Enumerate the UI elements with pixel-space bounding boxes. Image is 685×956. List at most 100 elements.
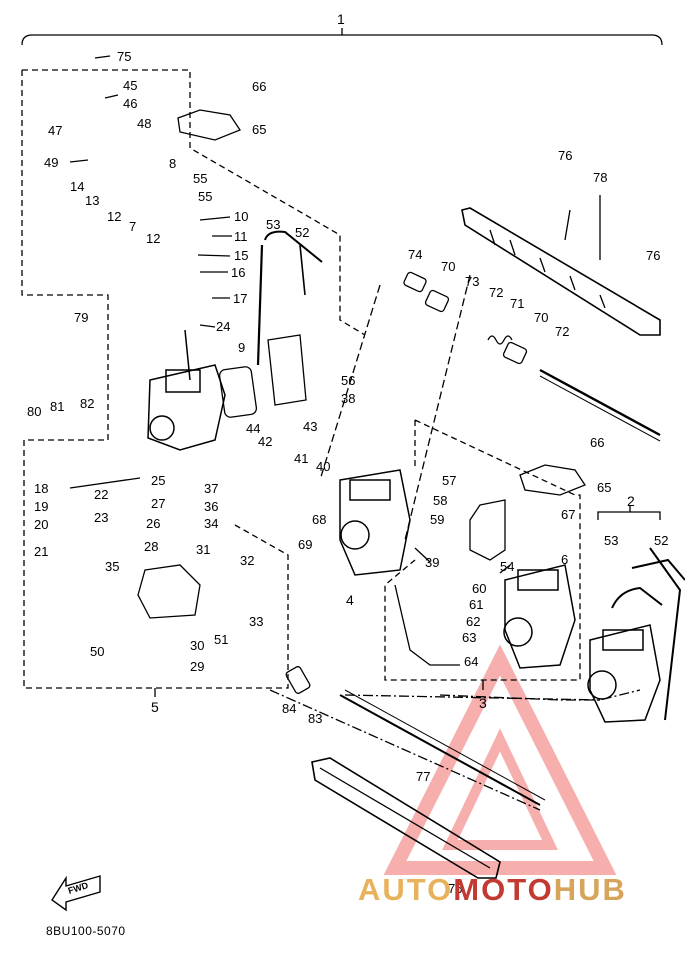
watermark-part1: AUTO bbox=[358, 872, 454, 907]
callout: 64 bbox=[464, 654, 479, 669]
callout: 78 bbox=[593, 170, 608, 185]
callout: 82 bbox=[80, 396, 95, 411]
callout: 8 bbox=[169, 156, 177, 171]
callout: 27 bbox=[151, 496, 166, 511]
callout: 29 bbox=[190, 659, 205, 674]
callout: 70 bbox=[534, 310, 549, 325]
callout: 55 bbox=[198, 189, 213, 204]
callout: 67 bbox=[561, 507, 576, 522]
callout: 12 bbox=[107, 209, 122, 224]
callout: 38 bbox=[341, 391, 356, 406]
group3-boundary bbox=[384, 419, 581, 681]
callout: 41 bbox=[294, 451, 309, 466]
callout: 51 bbox=[214, 632, 229, 647]
callout: 66 bbox=[590, 435, 605, 450]
callout: 50 bbox=[90, 644, 105, 659]
callout: 73 bbox=[465, 274, 480, 289]
callout: 9 bbox=[238, 340, 246, 355]
group-label: 5 bbox=[151, 699, 159, 715]
callout: 58 bbox=[433, 493, 448, 508]
callout: 54 bbox=[500, 559, 515, 574]
callout: 11 bbox=[234, 229, 248, 244]
group-label: 3 bbox=[479, 695, 487, 711]
group5-boundary bbox=[22, 69, 366, 336]
assembly-bracket bbox=[21, 34, 663, 46]
callout: 77 bbox=[416, 769, 431, 784]
callout: 70 bbox=[441, 259, 456, 274]
callout: 43 bbox=[303, 419, 318, 434]
callout: 55 bbox=[193, 171, 208, 186]
carburetor-center bbox=[339, 469, 411, 576]
callout: 74 bbox=[408, 247, 423, 262]
callout: 44 bbox=[246, 421, 261, 436]
callout: 84 bbox=[282, 701, 297, 716]
callout: 56 bbox=[341, 373, 356, 388]
callout: 72 bbox=[555, 324, 570, 339]
callout: 68 bbox=[312, 512, 327, 527]
group-label: 2 bbox=[627, 493, 635, 509]
callout: 47 bbox=[48, 123, 63, 138]
callout: 22 bbox=[94, 487, 109, 502]
callout: 42 bbox=[258, 434, 273, 449]
callout: 76 bbox=[558, 148, 573, 163]
group-label: 4 bbox=[346, 592, 354, 608]
callout: 16 bbox=[231, 265, 246, 280]
callout: 15 bbox=[234, 248, 249, 263]
callout: 21 bbox=[34, 544, 49, 559]
callout: 7 bbox=[129, 219, 137, 234]
callout: 6 bbox=[561, 552, 569, 567]
callout: 31 bbox=[196, 542, 211, 557]
callout: 52 bbox=[295, 225, 310, 240]
callout: 53 bbox=[266, 217, 281, 232]
callout: 24 bbox=[216, 319, 231, 334]
callout: 18 bbox=[34, 481, 49, 496]
callout: 69 bbox=[298, 537, 313, 552]
callout: 63 bbox=[462, 630, 477, 645]
carburetor-right-1 bbox=[503, 564, 576, 669]
callout: 52 bbox=[654, 533, 669, 548]
callout: 81 bbox=[50, 399, 65, 414]
callout: 76 bbox=[448, 881, 463, 896]
callout: 46 bbox=[123, 96, 138, 111]
callout: 26 bbox=[146, 516, 161, 531]
group2-bracket bbox=[597, 511, 661, 520]
callout: 75 bbox=[117, 49, 132, 64]
fuel-rail-plate bbox=[311, 757, 501, 879]
callout: 25 bbox=[151, 473, 166, 488]
callout: 53 bbox=[604, 533, 619, 548]
callout: 35 bbox=[105, 559, 120, 574]
carburetor-right-2 bbox=[587, 624, 661, 723]
callout: 36 bbox=[204, 499, 219, 514]
callout: 33 bbox=[249, 614, 264, 629]
callout: 65 bbox=[597, 480, 612, 495]
callout: 66 bbox=[252, 79, 267, 94]
watermark-logo bbox=[383, 644, 617, 875]
callout: 23 bbox=[94, 510, 109, 525]
watermark-part3: HUB bbox=[553, 872, 627, 907]
callout: 39 bbox=[425, 555, 440, 570]
callout: 65 bbox=[252, 122, 267, 137]
callout: 14 bbox=[70, 179, 85, 194]
callout: 37 bbox=[204, 481, 219, 496]
callout: 19 bbox=[34, 499, 49, 514]
part-code: 8BU100-5070 bbox=[46, 924, 126, 938]
callout: 57 bbox=[442, 473, 457, 488]
callout: 40 bbox=[316, 459, 331, 474]
callout: 30 bbox=[190, 638, 205, 653]
float-chamber bbox=[137, 564, 201, 619]
callout: 17 bbox=[233, 291, 248, 306]
callout: 28 bbox=[144, 539, 159, 554]
callout: 45 bbox=[123, 78, 138, 93]
callout: 62 bbox=[466, 614, 481, 629]
callout: 79 bbox=[74, 310, 89, 325]
callout: 59 bbox=[430, 512, 445, 527]
callout: 32 bbox=[240, 553, 255, 568]
callout: 76 bbox=[646, 248, 661, 263]
watermark-text: AUTOMOTOHUB bbox=[358, 872, 627, 908]
upper-rail bbox=[461, 207, 661, 336]
callout: 71 bbox=[510, 296, 525, 311]
callout: 49 bbox=[44, 155, 59, 170]
callout: 61 bbox=[469, 597, 484, 612]
